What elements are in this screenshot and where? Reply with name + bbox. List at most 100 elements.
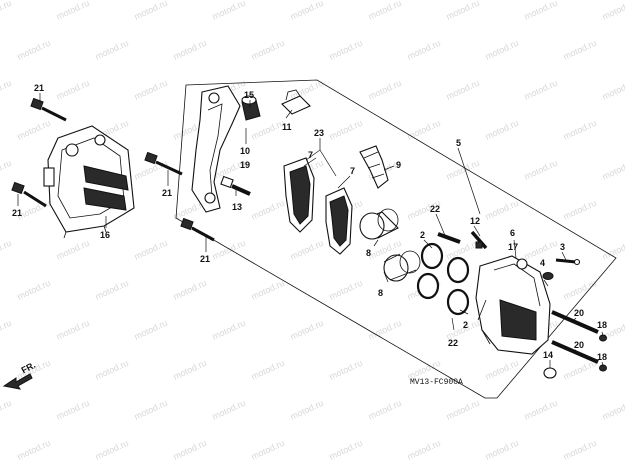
brake-pad-outer[interactable] [283, 157, 315, 233]
watermark-text: motod.ru [16, 278, 52, 302]
callout-labels: 21 21 21 21 16 15 11 10 19 13 23 7 7 9 5… [12, 83, 607, 362]
callout-12: 12 [470, 216, 480, 226]
watermark-text: motod.ru [55, 238, 91, 262]
watermark-text: motod.ru [250, 198, 286, 222]
bolt-bracket-lower[interactable] [180, 217, 215, 242]
watermark-text: motod.ru [250, 38, 286, 62]
bolt-bracket-upper[interactable] [144, 151, 183, 176]
watermark-text: motod.ru [0, 238, 13, 262]
bleeder-cap[interactable] [542, 272, 554, 287]
callout-18: 18 [597, 352, 607, 362]
piston-seal-set-upper[interactable] [420, 242, 470, 284]
caliper-piston-lower[interactable] [383, 250, 421, 282]
leader-lines [17, 93, 604, 368]
watermark-text: motod.ru [445, 0, 481, 22]
bolt-top-left[interactable] [30, 97, 67, 122]
caliper-bracket[interactable] [191, 85, 241, 213]
watermark-text: motod.ru [289, 318, 325, 342]
watermark-text: motod.ru [367, 0, 403, 22]
watermark-text: motod.ru [328, 278, 364, 302]
watermark-text: motod.ru [484, 438, 520, 462]
slide-pin[interactable] [437, 232, 461, 244]
watermark-text: motod.ru [250, 358, 286, 382]
pad-pin-upper[interactable] [551, 310, 599, 334]
pin-boot[interactable] [241, 95, 261, 121]
callout-11: 11 [282, 122, 292, 132]
watermark-text: motod.ru [367, 398, 403, 422]
callout-3: 3 [560, 242, 565, 252]
callout-10: 10 [240, 146, 250, 156]
callout-13: 13 [232, 202, 242, 212]
watermark-text: motod.ru [16, 118, 52, 142]
brake-pad-inner[interactable] [325, 187, 353, 255]
piston-seal-set-lower[interactable] [416, 272, 470, 316]
bleeder-valve[interactable] [555, 258, 581, 266]
watermark-text: motod.ru [601, 158, 625, 182]
watermark-text: motod.ru [172, 358, 208, 382]
pad-pin-lower[interactable] [551, 340, 599, 364]
callout-20: 20 [574, 308, 584, 318]
watermark-text: motod.ru [445, 158, 481, 182]
callout-21: 21 [34, 83, 44, 93]
watermark-text: motod.ru [0, 0, 13, 22]
watermark-text: motod.ru [55, 0, 91, 22]
callout-22: 22 [448, 338, 458, 348]
watermark-text: motod.ru [445, 398, 481, 422]
watermark-text: motod.ru [601, 238, 625, 262]
caliper-body[interactable] [475, 255, 551, 355]
dust-cap[interactable] [543, 367, 557, 379]
watermark-text: motod.ru [328, 438, 364, 462]
watermark-text: motod.ru [0, 78, 13, 102]
watermark-text: motod.ru [445, 78, 481, 102]
assembly-outline [175, 79, 617, 399]
callout-19: 19 [240, 160, 250, 170]
watermark-text: motod.ru [55, 398, 91, 422]
callout-9: 9 [396, 160, 401, 170]
watermark-text: motod.ru [250, 118, 286, 142]
callout-23: 23 [314, 128, 324, 138]
callout-5: 5 [456, 138, 461, 148]
watermark-text: motod.ru [16, 38, 52, 62]
watermark-text: motod.ru [133, 0, 169, 22]
callout-16: 16 [100, 230, 110, 240]
watermark-text: motod.ru [133, 238, 169, 262]
watermark-text: motod.ru [94, 438, 130, 462]
watermark-text: motod.ru [94, 38, 130, 62]
callout-7: 7 [350, 166, 355, 176]
callout-2: 2 [463, 320, 468, 330]
watermark-text: motod.ru [328, 118, 364, 142]
callout-17: 17 [508, 242, 518, 252]
callout-4: 4 [540, 258, 545, 268]
watermark-text: motod.ru [172, 38, 208, 62]
watermark-text: motod.ru [0, 318, 13, 342]
callout-21: 21 [200, 254, 210, 264]
callout-20: 20 [574, 340, 584, 350]
pad-retainer-clip[interactable] [359, 145, 389, 189]
watermark-text: motod.ru [406, 38, 442, 62]
watermark-text: motod.ru [289, 0, 325, 22]
callout-8: 8 [366, 248, 371, 258]
watermark-text: motod.ru [211, 0, 247, 22]
watermark-text: motod.ru [328, 38, 364, 62]
bleed-bolt[interactable] [470, 230, 488, 250]
watermark-text: motod.ru [484, 198, 520, 222]
watermark-text: motod.ru [601, 78, 625, 102]
watermark-text: motod.ru [406, 438, 442, 462]
watermark-text: motod.ru [406, 118, 442, 142]
callout-21: 21 [162, 188, 172, 198]
watermark-text: motod.ru [523, 0, 559, 22]
watermark-text: motod.ru [172, 438, 208, 462]
caliper-piston-upper[interactable] [359, 208, 399, 240]
caliper-assembly[interactable] [43, 125, 135, 239]
callout-8: 8 [378, 288, 383, 298]
watermark-text: motod.ru [289, 238, 325, 262]
caliper-pin[interactable] [220, 175, 251, 196]
watermark-text: motod.ru [133, 78, 169, 102]
bolt-bottom-left[interactable] [11, 181, 47, 208]
pad-spring[interactable] [281, 89, 311, 115]
watermark-text: motod.ru [250, 278, 286, 302]
callout-18: 18 [597, 320, 607, 330]
watermark-text: motod.ru [250, 438, 286, 462]
